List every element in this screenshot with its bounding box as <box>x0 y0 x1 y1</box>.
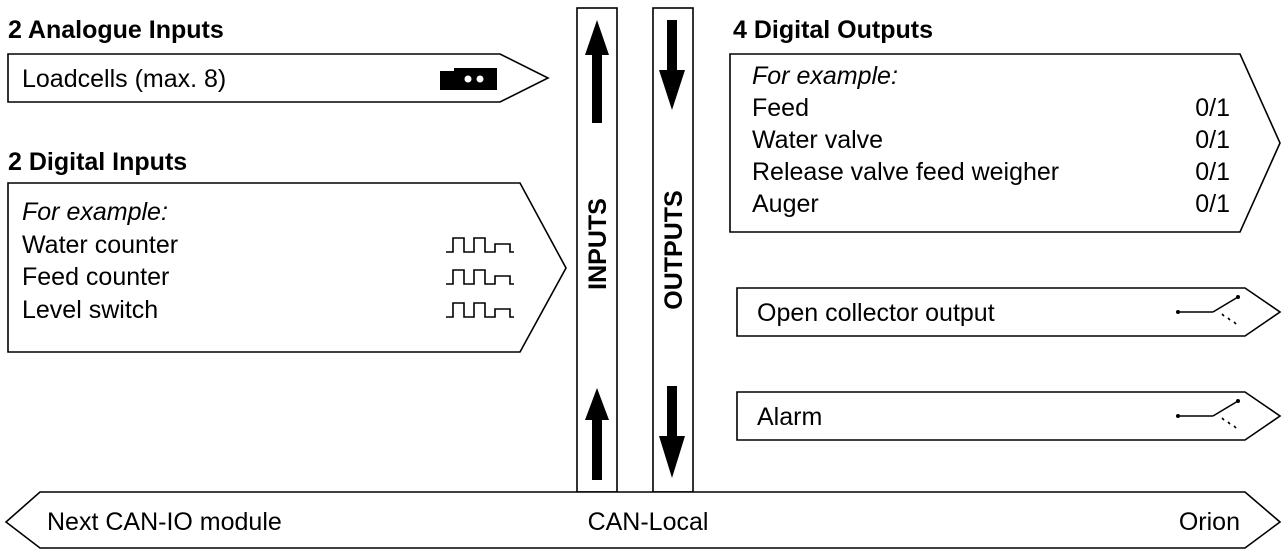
digital-inputs-example-label: For example: <box>22 198 168 226</box>
digital-output-value-feed: 0/1 <box>1195 94 1230 122</box>
analogue-inputs-title: 2 Analogue Inputs <box>8 16 224 44</box>
digital-output-value-release-valve: 0/1 <box>1195 158 1230 186</box>
loadcells-label: Loadcells (max. 8) <box>22 65 226 93</box>
down-arrow-icon <box>659 386 685 478</box>
digital-output-value-water-valve: 0/1 <box>1195 126 1230 154</box>
digital-input-label-level-switch: Level switch <box>22 296 158 324</box>
pulse-icon <box>446 237 514 253</box>
alarm-label: Alarm <box>757 403 822 431</box>
inputs-bar-label: INPUTS <box>584 198 612 290</box>
bus-right-label: Orion <box>1179 508 1240 536</box>
loadcell-icon <box>440 68 497 90</box>
open-collector-label: Open collector output <box>757 299 995 327</box>
digital-outputs-box: For example: Feed Water valve Release va… <box>729 53 1281 233</box>
digital-output-label-feed: Feed <box>752 94 809 122</box>
digital-inputs-title: 2 Digital Inputs <box>8 148 187 176</box>
open-collector-box: Open collector output <box>736 287 1282 337</box>
digital-input-label-feed-counter: Feed counter <box>22 263 169 291</box>
up-arrow-icon <box>585 388 609 480</box>
bus-center-label: CAN-Local <box>588 508 709 536</box>
digital-output-label-water-valve: Water valve <box>752 126 883 154</box>
digital-inputs-box: For example: Water counter Feed counter … <box>7 182 567 353</box>
can-local-bus: Next CAN-IO module CAN-Local Orion <box>4 491 1282 549</box>
inputs-bar: INPUTS <box>576 7 618 493</box>
pulse-icon <box>446 269 514 285</box>
digital-input-label-water-counter: Water counter <box>22 231 178 259</box>
bus-left-label: Next CAN-IO module <box>47 508 282 536</box>
down-arrow-icon <box>659 20 685 110</box>
digital-output-value-auger: 0/1 <box>1195 190 1230 218</box>
alarm-box: Alarm <box>736 391 1282 441</box>
up-arrow-icon <box>585 20 609 123</box>
outputs-bar-label: OUTPUTS <box>660 190 688 309</box>
digital-output-label-auger: Auger <box>752 190 819 218</box>
switch-icon <box>1176 295 1240 325</box>
loadcells-box: Loadcells (max. 8) <box>7 53 550 103</box>
digital-outputs-title: 4 Digital Outputs <box>733 16 933 44</box>
switch-icon <box>1176 399 1240 429</box>
digital-outputs-example-label: For example: <box>752 62 898 90</box>
digital-output-label-release-valve: Release valve feed weigher <box>752 158 1059 186</box>
pulse-icon <box>446 302 514 318</box>
outputs-bar: OUTPUTS <box>652 7 694 493</box>
